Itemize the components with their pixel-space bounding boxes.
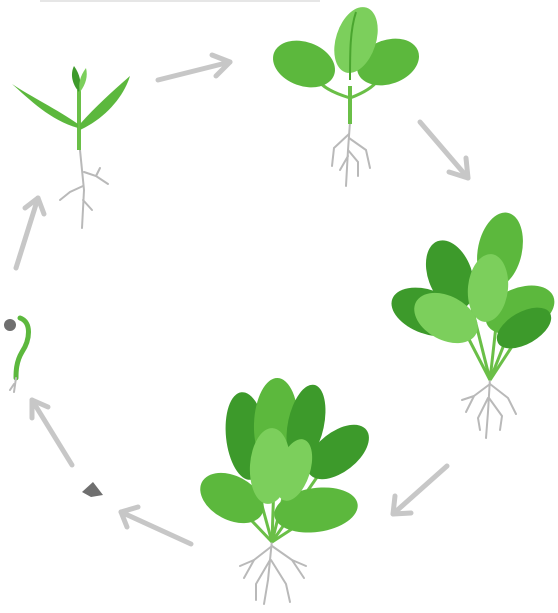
- arrow-young-to-growing: [420, 122, 468, 178]
- arrow-germinating-to-seedling: [16, 198, 44, 268]
- arrow-mature-to-seed: [121, 507, 191, 544]
- growing-plant-icon: [385, 208, 558, 438]
- seed-icon: [82, 482, 103, 497]
- arrow-growing-to-mature: [393, 466, 447, 514]
- mature-plant-icon: [192, 377, 379, 604]
- germinating-seed-icon: [4, 318, 29, 392]
- young-plant-icon: [266, 1, 425, 186]
- arrow-seed-to-germinating: [32, 400, 72, 465]
- arrow-seedling-to-young: [158, 55, 230, 80]
